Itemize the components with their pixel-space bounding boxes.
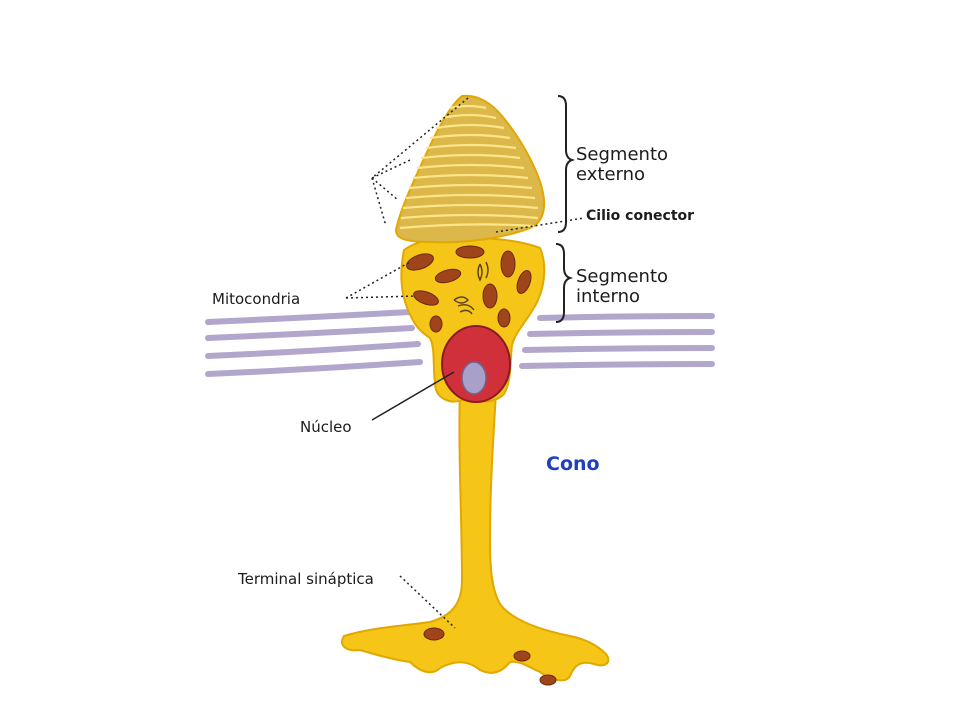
mitochondrion xyxy=(406,253,434,271)
membrane-discs xyxy=(399,104,539,230)
cell-type-title: Cono xyxy=(546,453,600,475)
mitochondria-label: Mitocondria xyxy=(212,290,300,308)
mitochondrion xyxy=(497,308,511,328)
synaptic-terminal-label: Terminal sináptica xyxy=(237,570,374,588)
nucleus-leader-line xyxy=(371,371,455,421)
inner-segment-bracket xyxy=(555,243,574,323)
inner-segment-label-line2: interno xyxy=(576,286,640,307)
nucleolus xyxy=(461,361,487,395)
outer-limiting-membrane-lines xyxy=(205,309,715,377)
outer-segment-bracket xyxy=(557,95,576,233)
mitochondrion xyxy=(413,290,439,306)
inner-segment-label-line1: Segmento xyxy=(576,266,668,287)
mitochondrion xyxy=(429,315,443,333)
outer-segment-label-line2: externo xyxy=(576,164,645,185)
connecting-cilium-label: Cilio conector xyxy=(586,208,694,224)
mitochondrion xyxy=(482,283,498,309)
terminal-mitochondrion xyxy=(423,627,445,641)
terminal-mitochondrion xyxy=(539,674,557,686)
mitochondrion xyxy=(500,250,516,278)
outer-segment-shape xyxy=(394,94,546,244)
outer-segment-label-line1: Segmento xyxy=(576,144,668,165)
golgi-apparatus xyxy=(453,261,489,315)
synaptic-terminal-shape xyxy=(341,388,610,682)
mitochondrion xyxy=(455,245,485,259)
mitochondria-group xyxy=(406,245,532,333)
terminal-mitochondrion xyxy=(513,650,531,662)
mitochondrion xyxy=(516,270,532,294)
nucleus-label: Núcleo xyxy=(300,418,352,436)
leader-lines xyxy=(345,97,585,629)
mitochondrion xyxy=(434,268,462,284)
